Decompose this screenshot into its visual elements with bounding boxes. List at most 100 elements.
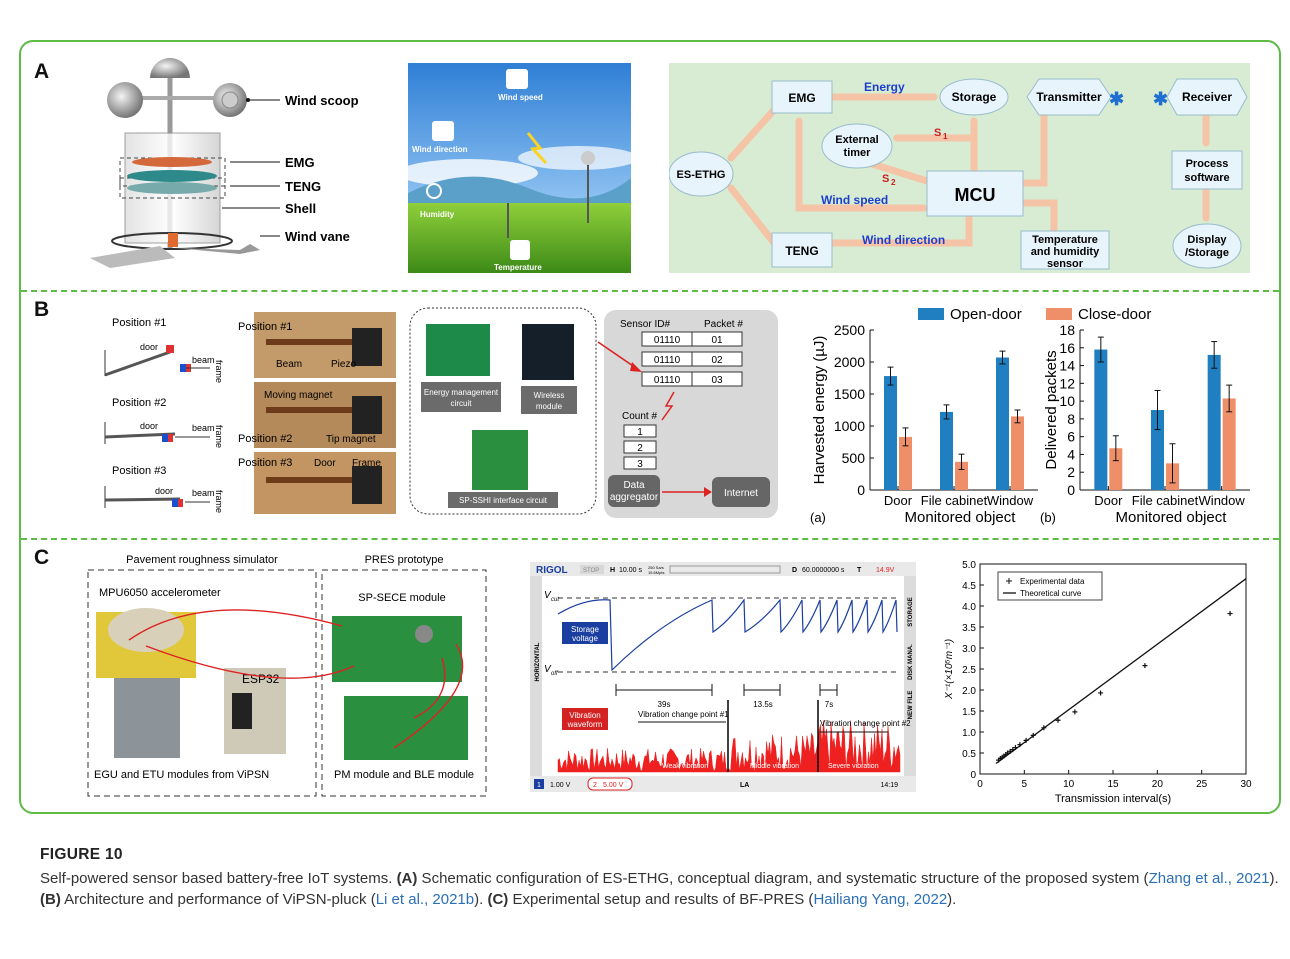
bar-open-door-window xyxy=(996,357,1009,490)
interval-7s: 7s xyxy=(825,700,833,709)
scope-delay: 60.0000000 s xyxy=(802,567,845,574)
y-tick-label: 8 xyxy=(1067,411,1075,427)
node-timer-line2: timer xyxy=(844,147,872,159)
mpu6050-label: MPU6050 accelerometer xyxy=(99,587,221,599)
legend-box xyxy=(997,571,1103,601)
x-tick-label: Window xyxy=(987,493,1034,508)
label-shell: Shell xyxy=(285,201,316,216)
y-tick-label: 1.0 xyxy=(962,728,976,739)
figure-number: FIGURE 10 xyxy=(40,846,123,863)
wireless-line1: Wireless xyxy=(534,391,565,400)
bar-close-door-window xyxy=(1011,416,1024,490)
label-wind-scoop: Wind scoop xyxy=(285,93,359,108)
photo-frame: Frame xyxy=(352,458,381,469)
svg-text:2: 2 xyxy=(891,178,896,187)
legend-swatch-close-door xyxy=(1046,308,1072,320)
caption-part-7: ). xyxy=(947,891,957,908)
legend-label-close-door: Close-door xyxy=(1078,306,1151,323)
caption-c: (C) xyxy=(487,891,509,908)
data-point xyxy=(1004,750,1010,756)
schem-beam-3: beam xyxy=(192,488,215,498)
egu-etu-label: EGU and ETU modules from ViPSN xyxy=(94,769,269,781)
packet-diagram: Sensor ID# Packet # 01110 01 01110 02 01… xyxy=(604,310,778,518)
zone-severe: Severe vibration xyxy=(828,763,879,770)
legend-label-open-door: Open-door xyxy=(950,306,1022,323)
data-point xyxy=(1017,742,1023,748)
y-tick-label: 0 xyxy=(1067,482,1075,498)
interval-39s: 39s xyxy=(658,700,671,709)
anemometer-schematic: Wind scoop EMG TENG Shell Wind vane xyxy=(90,58,359,268)
y-tick-label: 2000 xyxy=(834,354,865,370)
scope-brand: RIGOL xyxy=(536,565,568,576)
divider-bc xyxy=(21,538,1279,540)
ref-yang-2022[interactable]: Hailiang Yang, 2022 xyxy=(813,891,948,908)
node-sensor-line2: and humidity xyxy=(1031,246,1100,258)
schem-frame-2: frame xyxy=(214,425,224,448)
x-tick-label: 30 xyxy=(1240,779,1252,790)
door-position-schematics: Position #1 door beam frame Position #2 … xyxy=(104,317,224,513)
y-tick-label: 4.5 xyxy=(962,581,976,592)
node-receiver xyxy=(1166,78,1248,116)
storage-voltage-line2: voltage xyxy=(572,634,598,643)
ref-zhang-2021[interactable]: Zhang et al., 2021 xyxy=(1148,870,1270,887)
circuit-modules: Energy management circuit Wireless modul… xyxy=(409,307,597,515)
ref-li-2021b[interactable]: Li et al., 2021b xyxy=(375,891,475,908)
x-tick-label: File cabinet xyxy=(921,493,988,508)
scene-label-wind-speed: Wind speed xyxy=(498,93,543,102)
energy-mgmt-line2: circuit xyxy=(451,399,473,408)
edge-wind-speed: Wind speed xyxy=(821,193,888,207)
node-process-line1: Process xyxy=(1186,158,1229,170)
energy-mgmt-line1: Energy management xyxy=(424,388,499,397)
data-point xyxy=(1010,747,1016,753)
bar-open-door-file-cabinet xyxy=(940,411,953,490)
y-tick-label: 3.0 xyxy=(962,644,976,655)
data-point xyxy=(1055,717,1061,723)
x-tick-label: Door xyxy=(1094,493,1123,508)
y-tick-label: 2 xyxy=(1067,464,1075,480)
caption-part-2: Schematic configuration of ES-ETHG, conc… xyxy=(417,870,1149,887)
y-tick-label: 1500 xyxy=(834,386,865,402)
divider-ab xyxy=(21,290,1279,292)
data-point xyxy=(1012,745,1018,751)
node-es-ethg-text: ES-ETHG xyxy=(677,169,726,181)
x-tick-label: Window xyxy=(1199,493,1246,508)
packet-num-1: 01 xyxy=(711,335,723,346)
data-point xyxy=(1007,748,1013,754)
scope-h: H xyxy=(610,567,615,574)
bluetooth-icon: ✱ xyxy=(1109,89,1124,109)
edge-wind-direction: Wind direction xyxy=(862,233,945,247)
schem-door-1: door xyxy=(140,342,158,352)
x-tick-label: File cabinet xyxy=(1132,493,1199,508)
schem-beam-1: beam xyxy=(192,355,215,365)
photo-position-2: Position #2 xyxy=(238,433,292,445)
scene-label-wind-direction: Wind direction xyxy=(412,145,468,154)
y-tick-label: 500 xyxy=(842,450,866,466)
bar-open-door-window xyxy=(1207,354,1221,490)
scope-vcut-sub: cut xyxy=(551,597,559,603)
packet-id-1: 01110 xyxy=(654,335,681,346)
figure-caption: FIGURE 10 Self-powered sensor based batt… xyxy=(40,844,1280,910)
wind-cup-top xyxy=(150,58,190,78)
scope-trigger: 14.9V xyxy=(876,567,895,574)
caption-text: Self-powered sensor based battery-free I… xyxy=(40,868,1280,910)
position-1-label: Position #1 xyxy=(112,317,166,329)
node-display-line2: /Storage xyxy=(1185,247,1229,259)
vibration-waveform-trace xyxy=(557,720,901,773)
sp-sshi-label: SP-SSHI interface circuit xyxy=(459,496,548,505)
photo-tip-magnet: Tip magnet xyxy=(326,434,376,445)
scene-label-temperature: Temperature xyxy=(494,263,542,272)
packet-num-3: 03 xyxy=(711,375,723,386)
node-display-storage xyxy=(1172,223,1242,269)
packet-id-2: 01110 xyxy=(654,355,681,366)
node-receiver-text: Receiver xyxy=(1182,90,1232,104)
label-wind-vane: Wind vane xyxy=(285,229,350,244)
label-emg: EMG xyxy=(285,155,315,170)
door-photos: Position #1 Beam Piezo Moving magnet Pos… xyxy=(238,312,396,514)
panel-tag: (b) xyxy=(1040,510,1056,525)
node-teng xyxy=(771,232,833,268)
vibration-line1: Vibration xyxy=(569,711,600,720)
scope-side-newfile: NEW FILE xyxy=(908,691,914,720)
bar-open-door-door xyxy=(1094,349,1108,490)
y-axis-title: Harvested energy (µJ) xyxy=(811,336,828,485)
